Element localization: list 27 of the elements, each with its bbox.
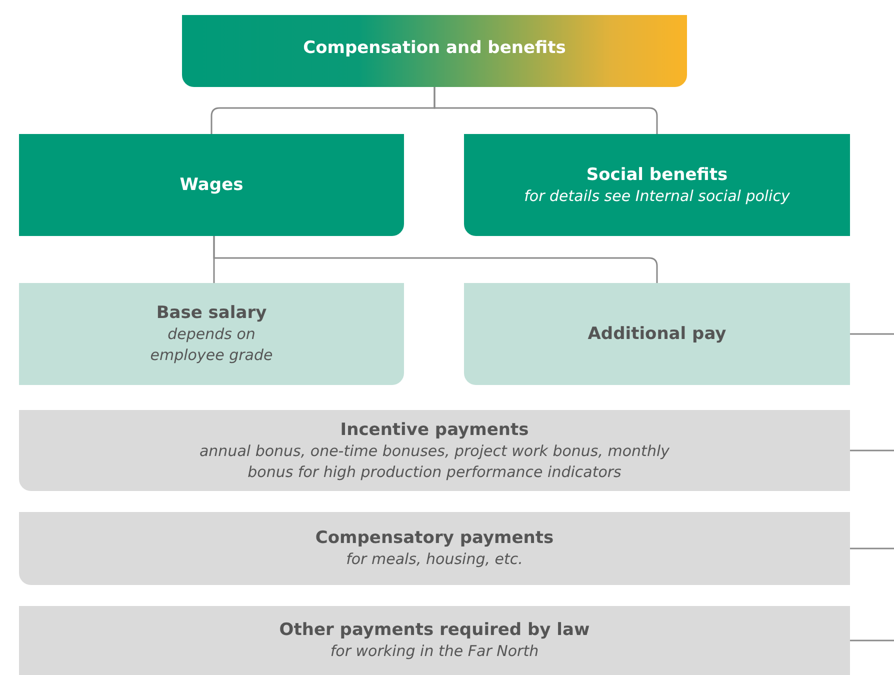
box-heading: Other payments required by law [279,619,590,641]
box-heading: Wages [180,174,244,196]
box-heading: Social benefits [586,164,728,186]
category-box [19,134,404,236]
category-box [464,134,850,236]
connector-line [850,548,894,550]
box-heading: Incentive payments [340,418,529,440]
box-description: for meals, housing, etc. [346,549,523,570]
title-box [182,15,687,87]
connector-line [850,640,894,642]
box-description: annual bonus, one-time bonuses, project work bonus, monthly bonus for high production performance indicators [198,440,670,482]
box-description: for details see Internal social policy [524,186,790,206]
connector-line [850,450,894,452]
connector-line [434,87,658,134]
connector-line [213,236,658,283]
box-description: for working in the Far North [330,641,539,662]
payment-box [19,410,850,491]
box-heading: Additional pay [588,323,726,345]
payment-box [19,606,850,675]
subcategory-box [464,283,850,385]
box-heading: Base salary [156,302,267,324]
payment-box [19,512,850,585]
connector-line [850,333,894,335]
box-description: depends on employee grade [149,324,274,366]
subcategory-box [19,283,404,385]
box-heading: Compensatory payments [315,527,554,549]
box-heading: Compensation and benefits [303,37,566,59]
